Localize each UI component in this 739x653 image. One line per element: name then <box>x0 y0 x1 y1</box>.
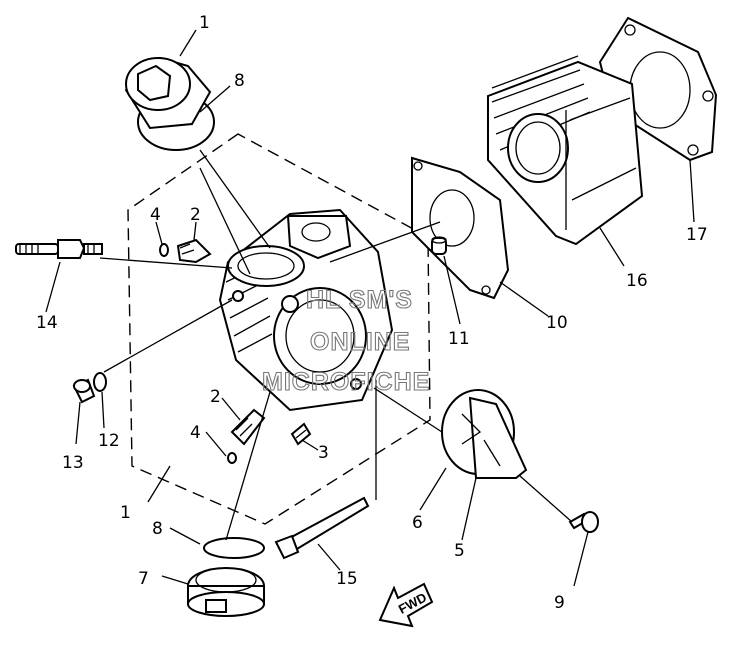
callout-13: 10 <box>546 313 568 333</box>
stud-3 <box>290 422 312 446</box>
callout-12: 14 <box>36 313 58 333</box>
spark-plug-12 <box>15 239 103 259</box>
nut-4-lower <box>227 452 237 464</box>
callout-7-top: 1 <box>199 13 210 33</box>
valve-adjuster-2-lower <box>230 408 266 446</box>
plug-11 <box>72 378 96 404</box>
valve-cover-7-top <box>124 56 215 151</box>
screw-9 <box>568 511 599 533</box>
callout-7-lower: 7 <box>138 569 149 589</box>
callout-3: 3 <box>318 443 329 463</box>
callout-2-upper: 2 <box>190 205 201 225</box>
valve-cover-7-lower <box>187 567 265 617</box>
callout-17: 17 <box>686 225 708 245</box>
cylinder-16 <box>487 55 644 246</box>
side-cover-5 <box>441 389 528 479</box>
callout-15: 15 <box>336 569 358 589</box>
callout-5: 5 <box>454 541 465 561</box>
bolt-15 <box>274 496 370 560</box>
watermark-line-3: MICROFICHE <box>262 368 430 396</box>
callout-6: 6 <box>412 513 423 533</box>
callout-8-lower: 8 <box>152 519 163 539</box>
callout-10: 12 <box>98 431 120 451</box>
callout-4-lower: 4 <box>190 423 201 443</box>
watermark-line-2: ONLINE <box>310 328 410 356</box>
callout-14: 11 <box>448 329 470 349</box>
nut-4-upper <box>159 243 169 257</box>
o-ring-8-lower <box>203 537 265 559</box>
head-gasket-13 <box>411 156 510 300</box>
callout-16: 16 <box>626 271 648 291</box>
watermark-line-1: HL SM'S <box>306 286 413 314</box>
cylinder-head-1 <box>218 208 394 412</box>
fwd-arrow-icon: FWD <box>378 582 434 628</box>
callout-2-lower: 2 <box>210 387 221 407</box>
callout-9: 9 <box>554 593 565 613</box>
cylinder-gasket-17 <box>598 16 718 162</box>
callout-1: 1 <box>120 503 131 523</box>
callout-11: 13 <box>62 453 84 473</box>
callout-labels: 1 8 4 2 14 13 12 1 1 2 4 3 8 7 15 6 5 9 … <box>36 13 708 613</box>
dowel-pin-14 <box>431 236 447 255</box>
leader-lines <box>45 29 695 587</box>
valve-adjuster-2-upper <box>176 238 212 264</box>
washer-10 <box>93 372 107 392</box>
callout-8-top: 8 <box>234 71 245 91</box>
watermark: HL SM'S ONLINE MICROFICHE <box>261 285 430 396</box>
callout-4-upper: 4 <box>150 205 161 225</box>
